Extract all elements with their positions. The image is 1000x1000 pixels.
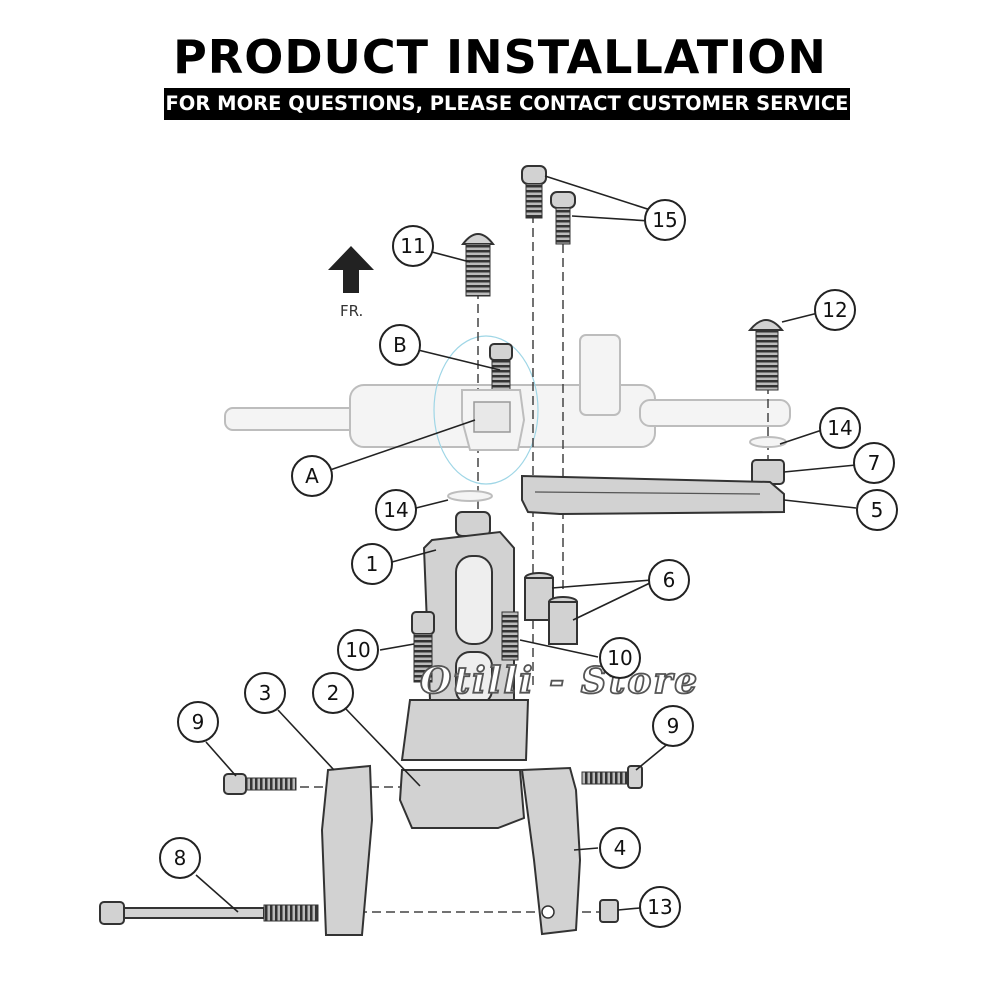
svg-text:14: 14 xyxy=(827,416,852,440)
washer-14-center xyxy=(447,490,493,502)
page-title: PRODUCT INSTALLATION xyxy=(173,30,827,84)
svg-text:11: 11 xyxy=(400,234,425,258)
callout-a: A xyxy=(291,455,333,497)
arm-5 xyxy=(521,474,785,516)
callout-4: 4 xyxy=(599,827,641,869)
callout-8: 8 xyxy=(159,837,201,879)
callout-b: B xyxy=(379,324,421,366)
bracket-3 xyxy=(320,764,374,936)
leader-lines xyxy=(195,175,857,913)
svg-text:3: 3 xyxy=(259,681,272,705)
spacer-6-b xyxy=(548,596,578,645)
callout-10-left: 10 xyxy=(337,629,379,671)
store-watermark: Otilli - Store xyxy=(420,660,699,702)
svg-text:10: 10 xyxy=(345,638,370,662)
direction-label: FR. xyxy=(340,302,363,320)
nut-13 xyxy=(599,899,619,923)
svg-text:9: 9 xyxy=(192,710,205,734)
callout-5: 5 xyxy=(856,489,898,531)
svg-text:2: 2 xyxy=(327,681,340,705)
svg-text:6: 6 xyxy=(663,568,676,592)
bolt-10-right xyxy=(501,611,519,661)
bolt-15-b xyxy=(550,191,576,245)
bolt-8 xyxy=(99,901,319,925)
svg-text:5: 5 xyxy=(871,498,884,522)
svg-text:10: 10 xyxy=(607,646,632,670)
callout-9-right: 9 xyxy=(652,705,694,747)
callout-9-left: 9 xyxy=(177,701,219,743)
svg-text:1: 1 xyxy=(366,552,379,576)
callout-14-center: 14 xyxy=(375,489,417,531)
front-direction-arrow: FR. xyxy=(328,246,374,320)
mount-1 xyxy=(400,511,530,761)
clamp-2 xyxy=(398,769,526,829)
bolt-15-a xyxy=(521,165,547,219)
svg-text:4: 4 xyxy=(614,836,627,860)
callout-7: 7 xyxy=(853,442,895,484)
callout-3: 3 xyxy=(244,672,286,714)
svg-text:9: 9 xyxy=(667,714,680,738)
callout-12: 12 xyxy=(814,289,856,331)
callout-11: 11 xyxy=(392,225,434,267)
bushing-7 xyxy=(751,459,785,485)
svg-text:B: B xyxy=(393,333,407,357)
clamp-a xyxy=(461,389,526,451)
callout-10-right: 10 xyxy=(599,637,641,679)
bracket-4 xyxy=(520,766,582,936)
svg-text:12: 12 xyxy=(822,298,847,322)
svg-text:7: 7 xyxy=(868,451,881,475)
svg-text:8: 8 xyxy=(174,846,187,870)
callout-6: 6 xyxy=(648,559,690,601)
svg-text:15: 15 xyxy=(652,208,677,232)
bolt-12 xyxy=(747,319,785,391)
bolt-9-right xyxy=(581,765,643,789)
svg-text:A: A xyxy=(305,464,319,488)
bolt-b xyxy=(489,343,513,397)
washer-14-right xyxy=(749,436,787,448)
callout-15: 15 xyxy=(644,199,686,241)
callout-13: 13 xyxy=(639,886,681,928)
bolt-10-left xyxy=(411,611,435,683)
subtitle-banner: FOR MORE QUESTIONS, PLEASE CONTACT CUSTO… xyxy=(164,88,850,120)
callout-1: 1 xyxy=(351,543,393,585)
bolt-9-left xyxy=(223,773,297,795)
svg-text:13: 13 xyxy=(647,895,672,919)
svg-text:14: 14 xyxy=(383,498,408,522)
callout-2: 2 xyxy=(312,672,354,714)
callout-14-right: 14 xyxy=(819,407,861,449)
bolt-11 xyxy=(460,233,496,297)
